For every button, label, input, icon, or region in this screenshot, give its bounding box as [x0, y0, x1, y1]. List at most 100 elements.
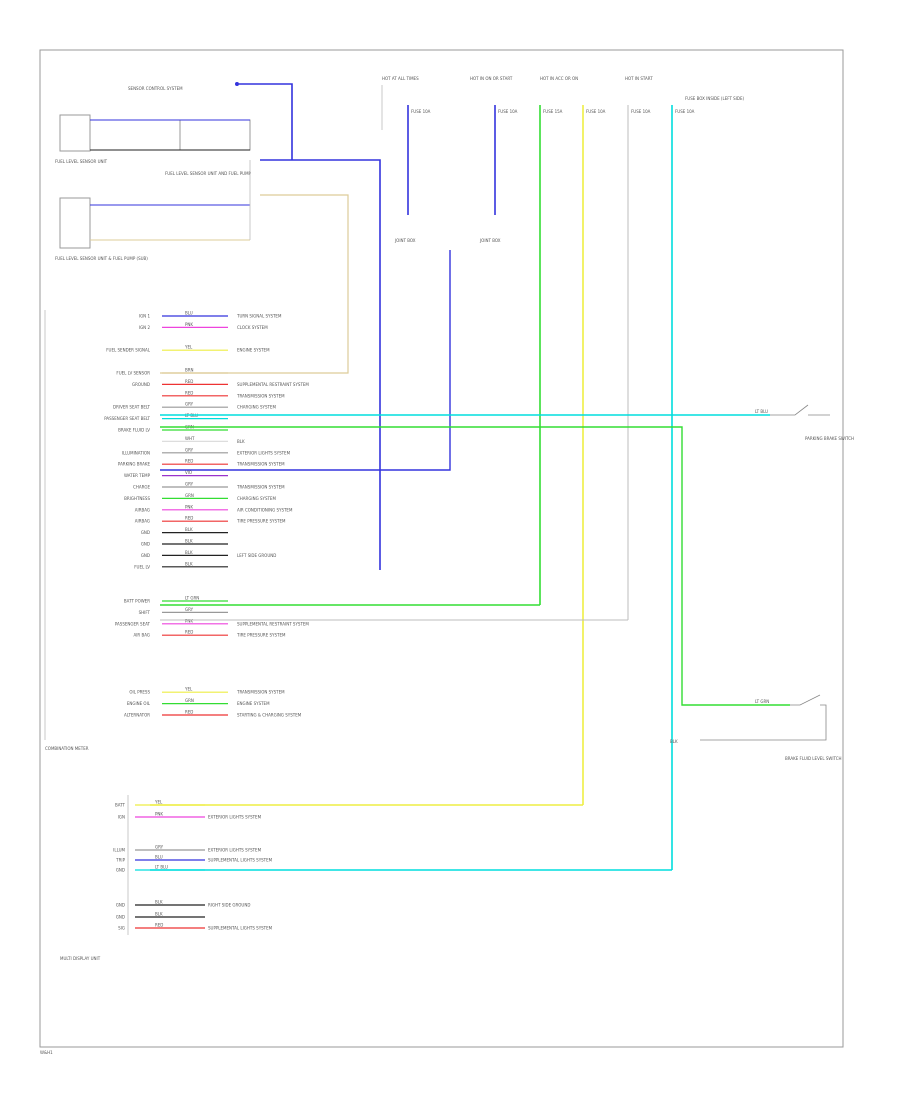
- cluster-wire-code: RED: [185, 459, 193, 464]
- cluster-wire-code: YEL: [184, 345, 193, 350]
- cluster-pin-label: IGN 2: [139, 325, 151, 330]
- cluster-wire-code: WHT: [185, 436, 195, 441]
- cluster-pin-label: PARKING BRAKE: [118, 462, 151, 467]
- cluster-wire-destination: ENGINE SYSTEM: [237, 348, 270, 353]
- cluster-wire-code: GRN: [185, 493, 194, 498]
- display-pin-label: IGN: [118, 815, 125, 820]
- cluster-pin-label: IGN 1: [139, 314, 151, 319]
- cluster-wire-code: RED: [185, 379, 193, 384]
- cluster-wire-destination: EXTERIOR LIGHTS SYSTEM: [237, 450, 291, 455]
- top-section: SENSOR CONTROL SYSTEM HOT AT ALL TIMES H…: [55, 76, 745, 870]
- display-pin-label: BATT: [115, 803, 126, 808]
- cluster-wire-code: LT GRN: [185, 596, 199, 601]
- cluster-wire-destination: CLOCK SYSTEM: [237, 325, 268, 330]
- cluster-pin-row: AIR BAG RED TIRE PRESSURE SYSTEM: [134, 630, 286, 638]
- cluster-pin-label: BRAKE FLUID LV: [118, 428, 150, 433]
- cluster-pin-label: AIR BAG: [134, 633, 150, 638]
- cluster-wire-code: PNK: [185, 504, 193, 509]
- cluster-wire-destination: TIRE PRESSURE SYSTEM: [236, 519, 286, 524]
- cluster-wire-destination: SUPPLEMENTAL RESTRAINT SYSTEM: [237, 382, 309, 387]
- cluster-wire-destination: STARTING & CHARGING SYSTEM: [237, 713, 302, 718]
- cluster-wire-code: RED: [185, 710, 193, 715]
- blk-tag: BLK: [670, 739, 678, 744]
- cluster-pin-label: SHIFT: [139, 610, 151, 615]
- cluster-pin-row: GROUND RED SUPPLEMENTAL RESTRAINT SYSTEM: [132, 379, 309, 387]
- hot-start-label: HOT IN START: [625, 76, 653, 81]
- cluster-wire-destination: TIRE PRESSURE SYSTEM: [236, 633, 286, 638]
- parking-brake-label: PARKING BRAKE SWITCH: [805, 436, 854, 441]
- cluster-wire-code: BLK: [185, 561, 193, 566]
- cluster-wire-destination: TRANSMISSION SYSTEM: [236, 462, 285, 467]
- fuel-sensor-2-label: FUEL LEVEL SENSOR UNIT & FUEL PUMP (SUB): [55, 256, 148, 261]
- fuse-4-label: FUSE 10A: [586, 109, 606, 114]
- cluster-wire-code: GRY: [185, 482, 194, 487]
- cluster-pin-label: DRIVER SEAT BELT: [113, 405, 151, 410]
- display-wire-code: LT BLU: [155, 865, 168, 870]
- display-wire-code: BLK: [155, 912, 163, 917]
- fuel-sensor-1-label: FUEL LEVEL SENSOR UNIT: [55, 159, 108, 164]
- cluster-pin-label: PASSENGER SEAT BELT: [104, 416, 150, 421]
- fuse-3-label: FUSE 15A: [543, 109, 563, 114]
- hot-acc-label: HOT IN ACC OR ON: [540, 76, 578, 81]
- cluster-pin-row: GND BLK: [141, 539, 228, 547]
- display-pin-label: GND: [116, 868, 125, 873]
- cluster-wire-destination: SUPPLEMENTAL RESTRAINT SYSTEM: [237, 621, 309, 626]
- cluster-pin-label: PASSENGER SEAT: [115, 621, 151, 626]
- cluster-wire-code: PNK: [185, 618, 193, 623]
- cluster-pin-label: FUEL LV: [134, 564, 150, 569]
- fuse-1-label: FUSE 10A: [411, 109, 431, 114]
- combination-meter-label: COMBINATION METER: [45, 746, 89, 751]
- cluster-pin-label: GND: [141, 553, 150, 558]
- joint-box-1-label: JOINT BOX: [394, 238, 416, 243]
- cluster-pin-label: ENGINE OIL: [127, 701, 151, 706]
- cluster-wire-code: BRN: [185, 368, 194, 373]
- hot-run-label: HOT IN ON OR START: [470, 76, 513, 81]
- display-pin-label: GND: [116, 903, 125, 908]
- brake-fluid-switch: LT GRN BLK BRAKE FLUID LEVEL SWITCH: [670, 694, 842, 761]
- display-wire-code: PNK: [155, 812, 163, 817]
- fuse-5-label: FUSE 10A: [631, 109, 651, 114]
- cluster-wire-code: PNK: [185, 322, 193, 327]
- display-wire-code: GRY: [155, 845, 164, 850]
- footer-code: W&H1: [40, 1050, 53, 1055]
- display-pin-label: SIG: [118, 926, 125, 931]
- fuel-sensor-1-sub-label: FUEL LEVEL SENSOR UNIT AND FUEL PUMP: [165, 171, 252, 176]
- cluster-wire-code: BLK: [185, 539, 193, 544]
- display-pin-label: TRIP: [115, 858, 125, 863]
- display-wire-code: BLU: [155, 855, 163, 860]
- multi-display-label: MULTI DISPLAY UNIT: [60, 956, 101, 961]
- cluster-pin-label: AIRBAG: [135, 507, 150, 512]
- display-wire-code: RED: [155, 923, 163, 928]
- sensor-connector: [235, 82, 239, 86]
- cluster-wire-code: RED: [185, 516, 193, 521]
- joint-box-2-label: JOINT BOX: [479, 238, 501, 243]
- cluster-pin-label: GND: [141, 542, 150, 547]
- display-wire-destination: RIGHT SIDE GROUND: [208, 903, 250, 908]
- cluster-wire-code: RED: [185, 630, 193, 635]
- cluster-pin-label: GROUND: [132, 382, 150, 387]
- display-pin-row: GND LT BLU: [116, 865, 205, 873]
- display-wire-code: YEL: [154, 800, 163, 805]
- fuse-6-label: FUSE 10A: [675, 109, 695, 114]
- cluster-pin-row: FUEL LV BLK: [134, 561, 228, 569]
- parking-brake-switch: LT BLU PARKING BRAKE SWITCH: [755, 404, 854, 441]
- cluster-wire-destination: ENGINE SYSTEM: [237, 701, 270, 706]
